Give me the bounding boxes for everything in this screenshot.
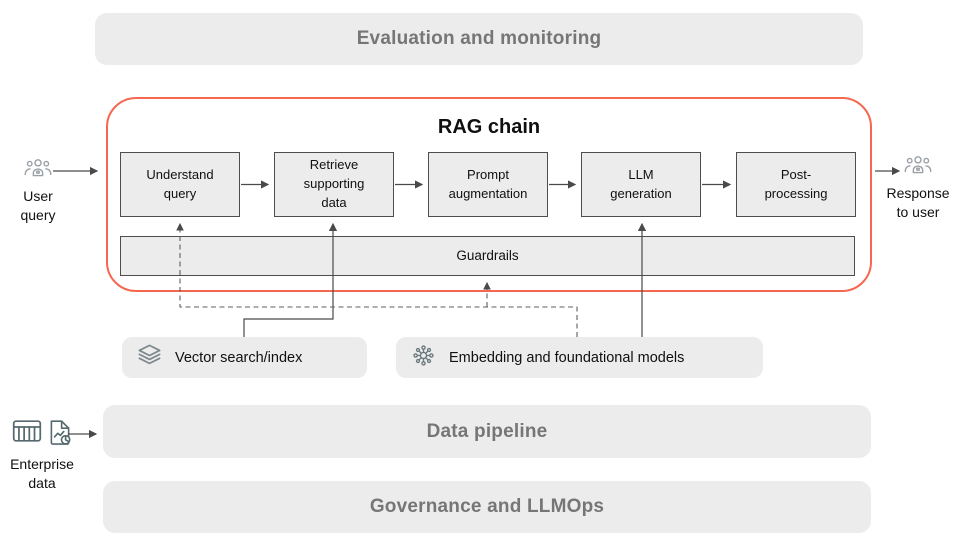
document-chart-icon	[48, 418, 72, 451]
response-to-user-actor: Response to user	[876, 155, 960, 222]
user-query-actor: User query	[2, 158, 74, 225]
evaluation-monitoring-banner: Evaluation and monitoring	[95, 13, 863, 65]
guardrails-label: Guardrails	[456, 248, 519, 264]
enterprise-data-actor: Enterprise data	[0, 418, 84, 493]
step-label: Retrieve supporting data	[303, 157, 365, 210]
data-pipeline-label: Data pipeline	[426, 420, 548, 442]
governance-llmops-label: Governance and LLMOps	[369, 496, 605, 517]
embedding-models-chip: Embedding and foundational models	[396, 337, 763, 378]
model-icon	[410, 342, 437, 374]
step-retrieve-supporting-data: Retrieve supporting data	[274, 152, 394, 217]
step-label: Understand query	[146, 166, 214, 201]
enterprise-data-label: Enterprise data	[10, 456, 74, 492]
evaluation-monitoring-label: Evaluation and monitoring	[356, 28, 602, 49]
step-post-processing: Post- processing	[736, 152, 856, 217]
step-prompt-augmentation: Prompt augmentation	[428, 152, 548, 217]
data-pipeline-banner: Data pipeline	[103, 405, 871, 458]
users-icon	[904, 155, 932, 180]
step-understand-query: Understand query	[120, 152, 240, 217]
embedding-models-label: Embedding and foundational models	[449, 349, 685, 366]
vector-search-index-label: Vector search/index	[175, 349, 303, 366]
step-label: LLM generation	[610, 166, 672, 201]
vector-search-index-chip: Vector search/index	[122, 337, 367, 378]
layers-icon	[136, 342, 163, 374]
rag-chain-title: RAG chain	[437, 116, 541, 138]
governance-llmops-banner: Governance and LLMOps	[103, 481, 871, 533]
table-icon	[12, 418, 42, 451]
response-to-user-label: Response to user	[886, 185, 950, 221]
users-icon	[24, 158, 52, 183]
step-label: Post- processing	[764, 166, 828, 201]
step-llm-generation: LLM generation	[581, 152, 701, 217]
step-label: Prompt augmentation	[448, 166, 528, 201]
user-query-label: User query	[20, 188, 56, 224]
guardrails-bar: Guardrails	[120, 236, 855, 276]
